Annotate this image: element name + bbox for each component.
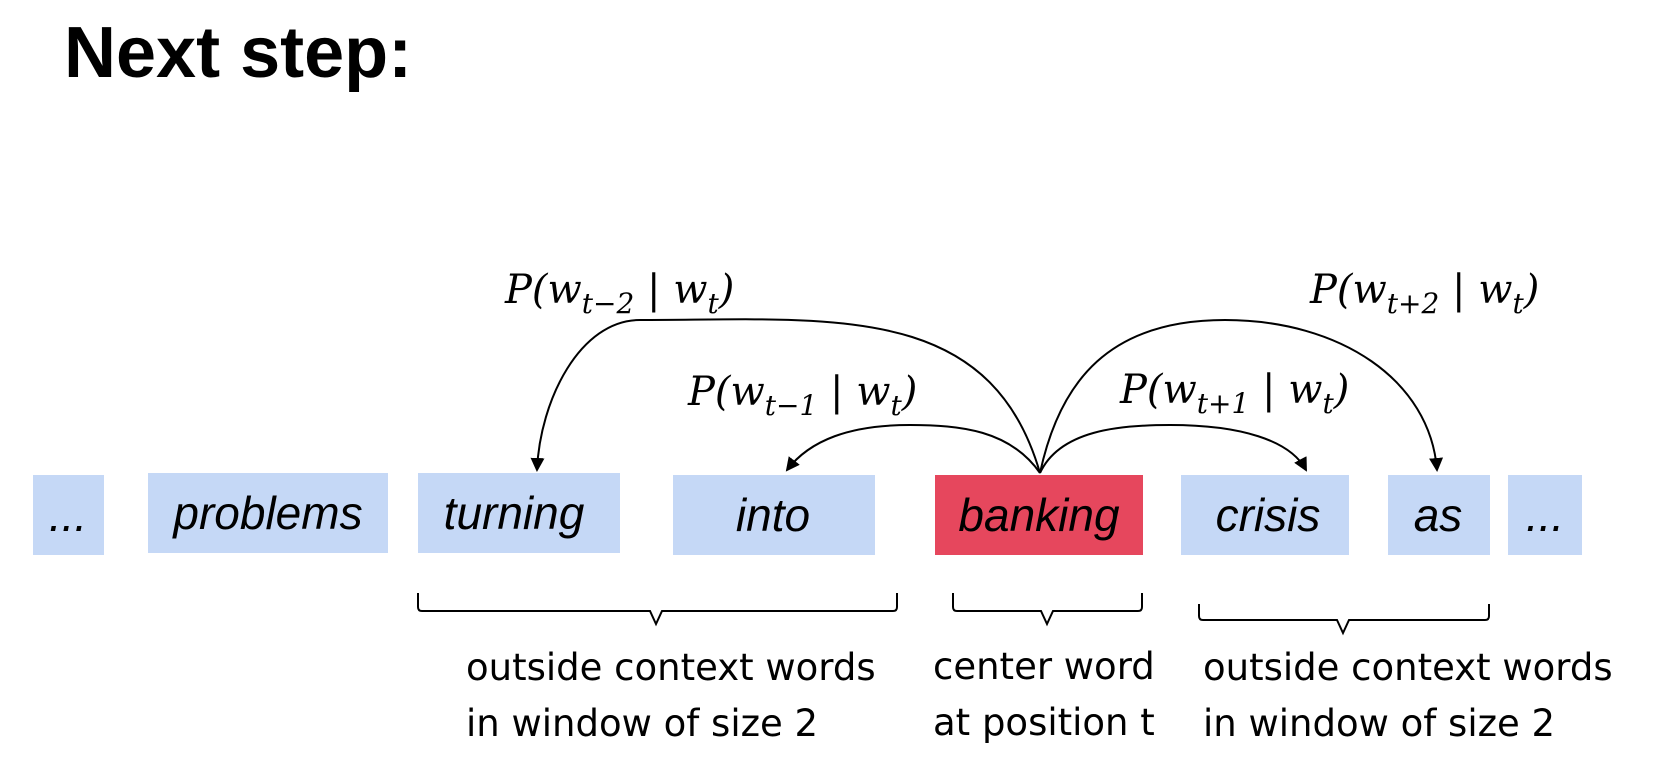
word-box-bg bbox=[418, 473, 620, 553]
word-box-bg bbox=[33, 475, 104, 555]
caption-left-line1: outside context words bbox=[466, 646, 876, 689]
prob-label-t-minus-2: P(wt−2 | wt) bbox=[504, 267, 734, 320]
word-box-ellipsis-right: ... bbox=[1508, 475, 1582, 555]
brace-left-context bbox=[417, 593, 898, 627]
arrow-to-as bbox=[1039, 318, 1444, 474]
word-box-bg bbox=[148, 473, 388, 553]
page-title: Next step: bbox=[64, 13, 413, 93]
word-box-crisis: crisis bbox=[1181, 475, 1349, 555]
caption-left-line2: in window of size 2 bbox=[466, 702, 818, 745]
probability-labels: P(wt−2 | wt) P(wt−1 | wt) P(wt+1 | wt) P… bbox=[504, 267, 1539, 422]
word-label: banking bbox=[958, 489, 1120, 541]
brace-right-context bbox=[1198, 604, 1490, 636]
word-row: ... problems turning into banking crisis… bbox=[33, 473, 1582, 555]
word-box-banking-center: banking bbox=[935, 475, 1143, 555]
prob-label-t-plus-1: P(wt+1 | wt) bbox=[1119, 367, 1349, 420]
caption-right-line2: in window of size 2 bbox=[1203, 702, 1555, 745]
word-box-bg bbox=[935, 475, 1143, 555]
word-box-turning: turning bbox=[418, 473, 620, 553]
word-box-bg bbox=[1508, 475, 1582, 555]
word-box-problems: problems bbox=[148, 473, 388, 553]
word-label: as bbox=[1414, 489, 1463, 541]
captions: outside context words in window of size … bbox=[466, 645, 1613, 745]
prob-label-t-plus-2: P(wt+2 | wt) bbox=[1309, 267, 1539, 320]
word-box-ellipsis-left: ... bbox=[33, 475, 104, 555]
arrow-to-turning bbox=[530, 318, 1041, 474]
caption-right-line1: outside context words bbox=[1203, 646, 1613, 689]
word-label: ... bbox=[1526, 489, 1564, 541]
word-box-bg bbox=[673, 475, 875, 555]
word-box-into: into bbox=[673, 475, 875, 555]
braces bbox=[417, 593, 1490, 636]
word-label: problems bbox=[171, 487, 362, 539]
caption-center-line1: center word bbox=[933, 645, 1155, 688]
arrow-to-into bbox=[785, 423, 1041, 474]
word-label: turning bbox=[444, 487, 585, 539]
arrow-to-crisis bbox=[1039, 423, 1307, 474]
brace-center bbox=[952, 593, 1143, 627]
word-label: ... bbox=[49, 489, 87, 541]
word-label: into bbox=[736, 489, 810, 541]
word-box-bg bbox=[1388, 475, 1490, 555]
probability-arrows bbox=[530, 318, 1444, 474]
prob-label-t-minus-1: P(wt−1 | wt) bbox=[687, 369, 917, 422]
word-box-bg bbox=[1181, 475, 1349, 555]
caption-center-line2: at position t bbox=[933, 701, 1155, 744]
word-box-as: as bbox=[1388, 475, 1490, 555]
word-label: crisis bbox=[1216, 489, 1321, 541]
